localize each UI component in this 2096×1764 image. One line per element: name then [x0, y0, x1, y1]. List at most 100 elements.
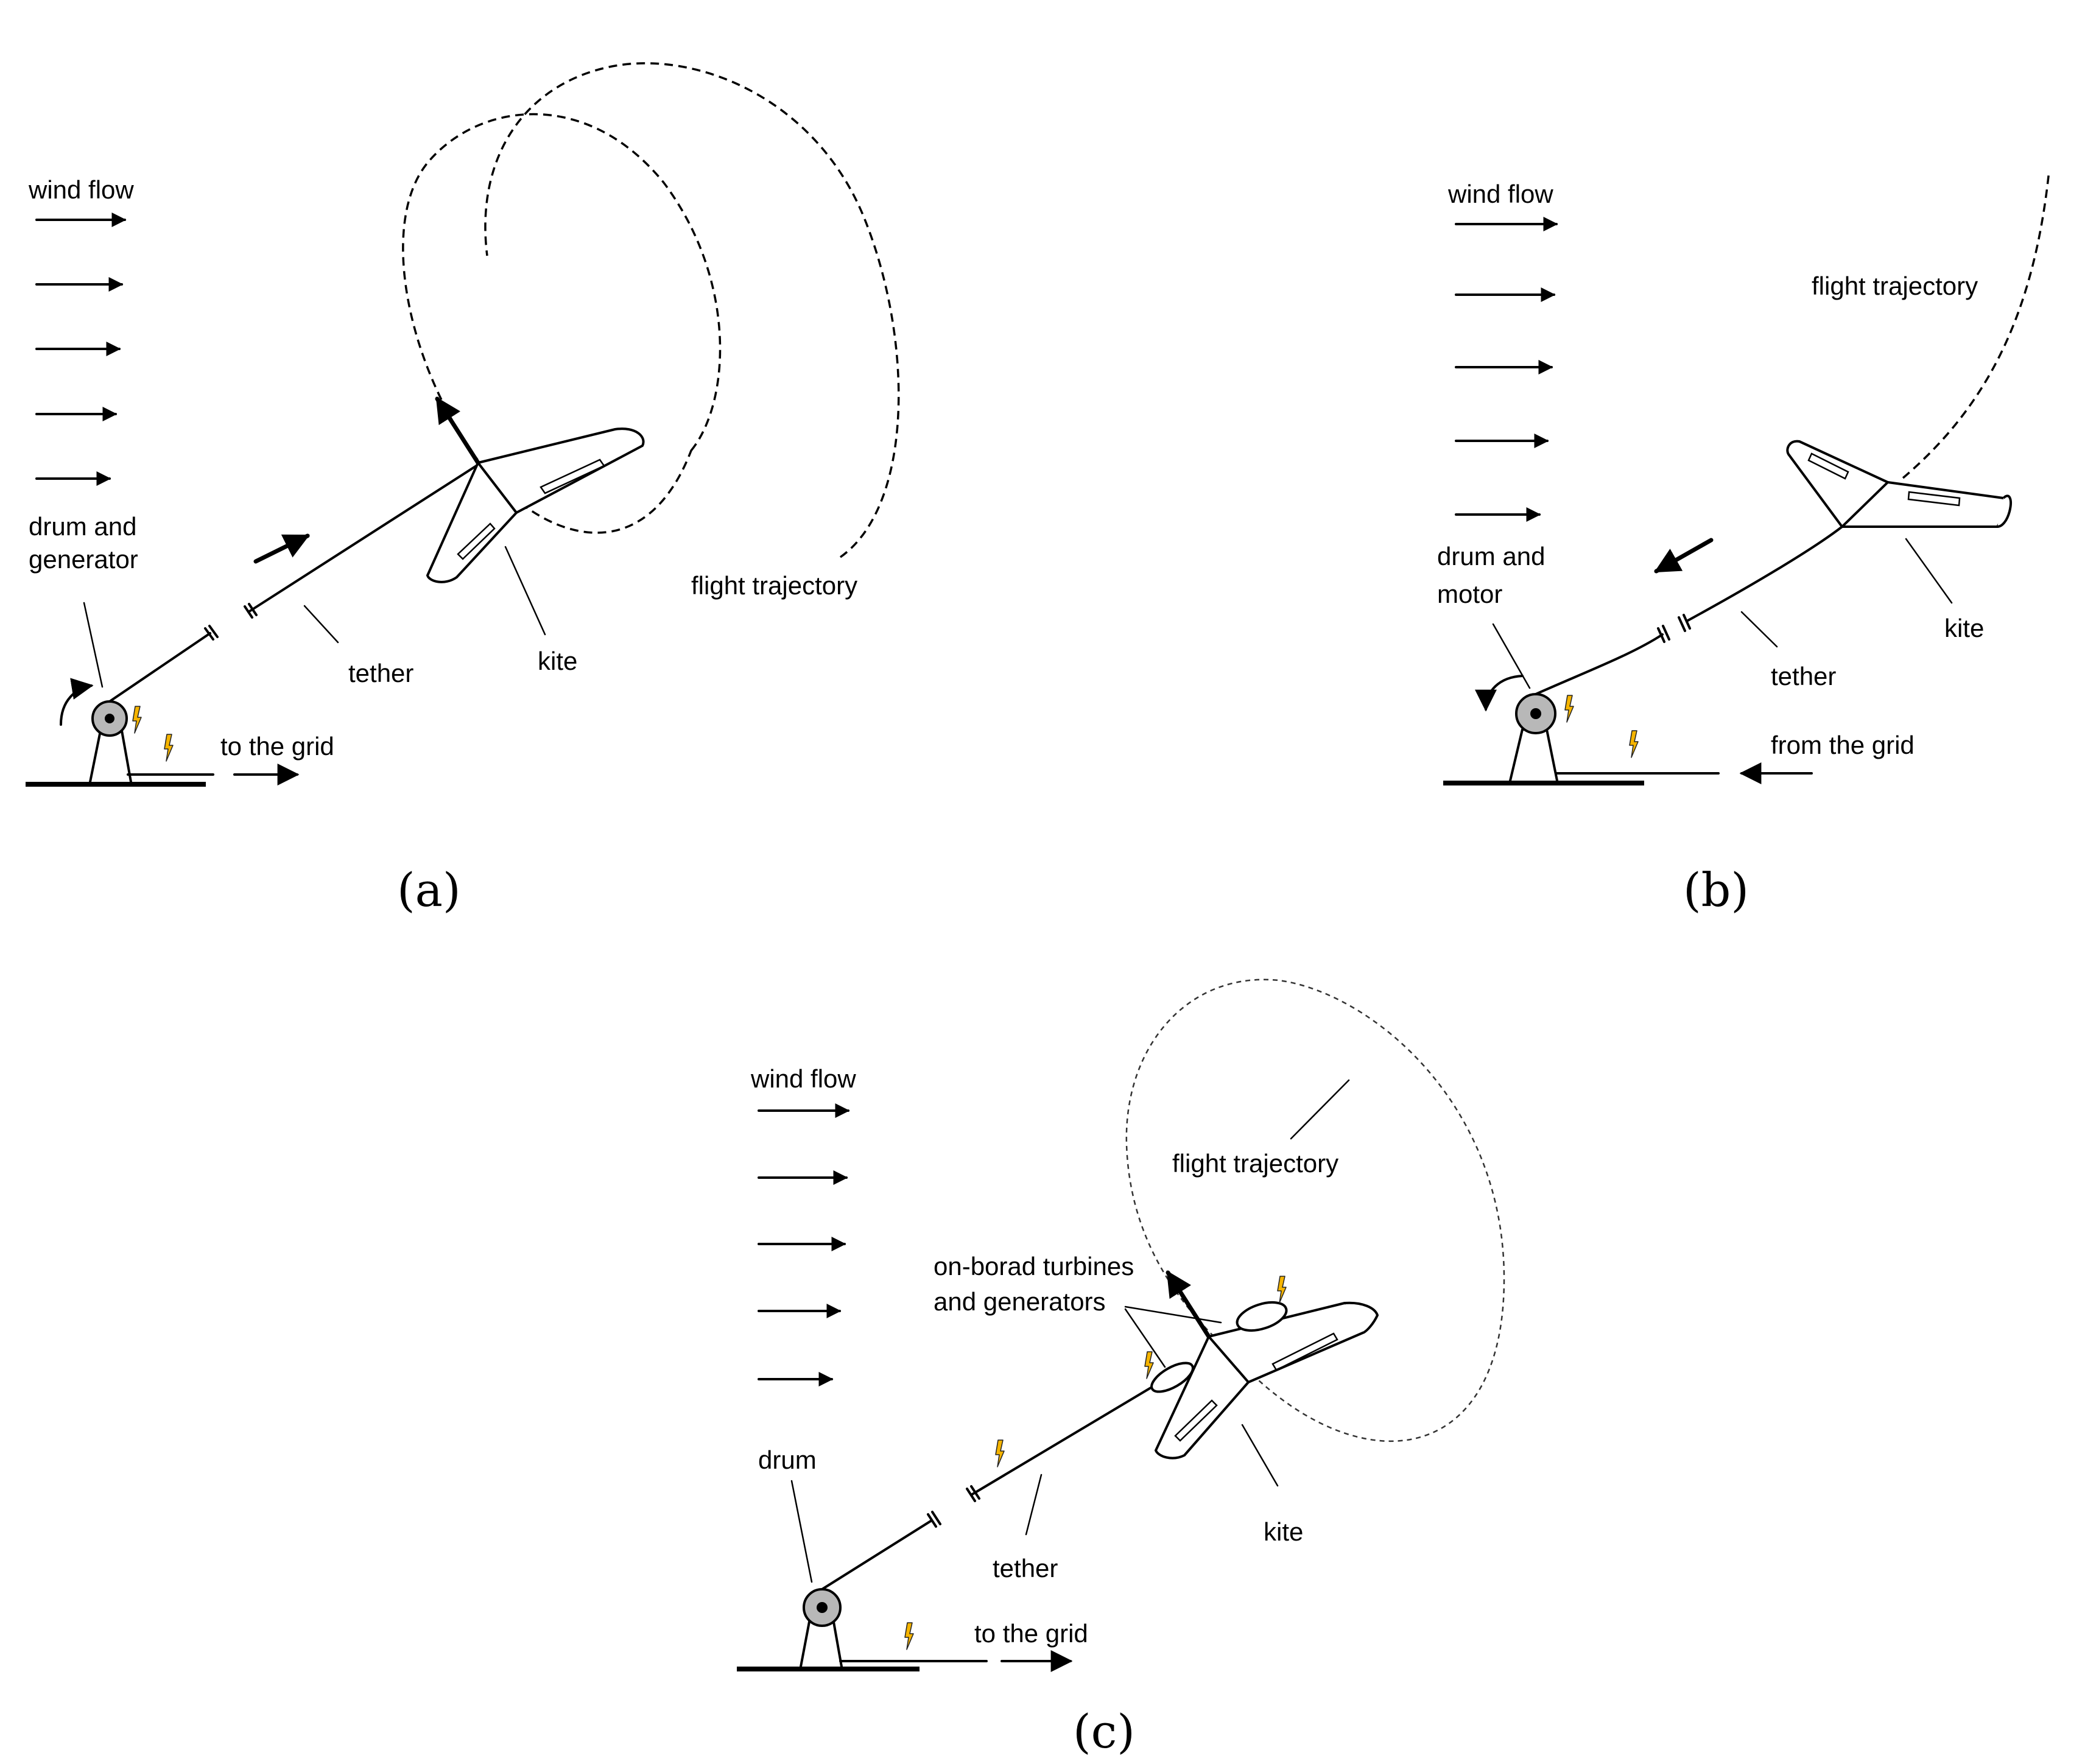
trajectory-label: flight trajectory: [691, 571, 857, 600]
leader-line: [1492, 623, 1531, 689]
tether-segment: [247, 462, 482, 613]
grid-label: to the grid: [220, 732, 334, 761]
leader-line: [1124, 1305, 1222, 1324]
panel-caption: (a): [397, 863, 461, 917]
leader-line: [1025, 1474, 1043, 1536]
aileron: [1807, 452, 1849, 480]
tether-segment: [1535, 633, 1664, 695]
kite: [426, 396, 645, 583]
lightning-bolt-icon: [1144, 1351, 1154, 1379]
grid-label: to the grid: [974, 1619, 1088, 1648]
tether: [108, 462, 482, 703]
tether-break: [1678, 616, 1686, 632]
rotation-arrow-icon: [60, 678, 94, 726]
tether-break: [966, 1488, 976, 1502]
panel-caption: (b): [1683, 863, 1749, 917]
turbine: [1236, 1301, 1288, 1332]
trajectory-loop: [1125, 979, 1505, 1442]
turbines-label: and generators: [934, 1287, 1106, 1316]
trajectory-arc: [1902, 170, 2050, 479]
tether-break: [244, 605, 253, 619]
tether-break: [204, 627, 214, 641]
kite-label: kite: [1944, 614, 1984, 642]
aileron: [457, 522, 496, 560]
flight-trajectory: [402, 62, 900, 558]
panel-a: wind flow drum and generator to the grid: [26, 62, 900, 917]
drum-label: drum: [758, 1446, 817, 1474]
kite: [1786, 440, 2012, 528]
panel-caption: (c): [1073, 1704, 1135, 1759]
drum-label: drum and: [1437, 542, 1545, 571]
lift-arrow-icon: [435, 396, 480, 465]
panel-b: wind flow drum and motor from the grid: [1437, 170, 2050, 917]
drum-stand: [1509, 728, 1558, 782]
wind-flow-label: wind flow: [1447, 180, 1553, 208]
reel-out-arrow-icon: [253, 533, 310, 564]
leader-line: [1740, 611, 1778, 648]
wind-flow-label: wind flow: [28, 175, 134, 204]
kite: [1144, 1270, 1379, 1460]
tether-break: [1662, 625, 1670, 641]
tether-break: [1657, 627, 1665, 643]
leader-line: [1124, 1308, 1166, 1368]
ground-station: [26, 678, 300, 787]
tether-break: [927, 1513, 937, 1528]
lightning-bolt-icon: [132, 706, 142, 734]
drum-label: motor: [1437, 580, 1502, 608]
lightning-bolt-icon: [1564, 695, 1574, 723]
drum-stand: [89, 729, 132, 783]
lightning-bolt-icon: [995, 1439, 1005, 1467]
trajectory-label: flight trajectory: [1812, 272, 1978, 300]
kite-wingtip: [1344, 1301, 1379, 1334]
tether-segment: [821, 1519, 933, 1590]
wind-arrows: [35, 213, 127, 486]
leader-line: [790, 1480, 813, 1583]
tether-break: [1683, 614, 1691, 630]
lift-arrow-icon: [1166, 1270, 1211, 1339]
lightning-bolt-icon: [1629, 730, 1639, 758]
kite-label: kite: [1264, 1517, 1303, 1546]
trajectory-label: flight trajectory: [1172, 1149, 1338, 1178]
aileron: [540, 459, 605, 494]
grid-label: from the grid: [1771, 731, 1915, 759]
tether-break: [931, 1511, 941, 1525]
tether-label: tether: [348, 659, 413, 687]
lightning-bolt-icon: [904, 1622, 914, 1650]
drum-hub: [105, 714, 114, 723]
lightning-bolt-icon: [1277, 1276, 1287, 1304]
wind-flow-label: wind flow: [750, 1064, 856, 1093]
wind-arrows: [758, 1103, 850, 1386]
ground-station: [1443, 675, 1813, 785]
reel-in-arrow-icon: [1654, 538, 1714, 574]
leader-line: [1905, 538, 1953, 604]
leader-line: [1290, 1079, 1350, 1140]
leader-line: [83, 602, 104, 688]
drum-hub: [817, 1602, 828, 1613]
kite-wing: [426, 462, 518, 583]
tether-label: tether: [993, 1554, 1058, 1583]
kite-wing: [1155, 1335, 1250, 1460]
kite-label: kite: [538, 647, 577, 675]
rotation-arrow-icon: [1475, 675, 1524, 712]
leader-line: [504, 546, 546, 636]
kite-wingtip: [1997, 494, 2012, 528]
wind-arrows: [1455, 217, 1558, 522]
turbines-label: on-borad turbines: [934, 1252, 1134, 1281]
turbine: [1150, 1362, 1194, 1393]
trajectory-loop: [402, 113, 722, 534]
aileron: [1907, 491, 1961, 507]
panel-c: wind flow drum to the grid: [737, 979, 1505, 1759]
leader-line: [303, 605, 339, 644]
leader-line: [1241, 1424, 1279, 1487]
aileron: [1271, 1332, 1338, 1371]
tether: [1535, 525, 1843, 695]
aileron: [1174, 1399, 1218, 1442]
tether-segment: [970, 1381, 1161, 1496]
tether-break: [208, 625, 219, 638]
tether-break: [248, 603, 258, 616]
tether-break: [970, 1485, 980, 1500]
trajectory-loop: [484, 62, 900, 558]
tether: [821, 1381, 1161, 1590]
tether-label: tether: [1771, 662, 1836, 690]
